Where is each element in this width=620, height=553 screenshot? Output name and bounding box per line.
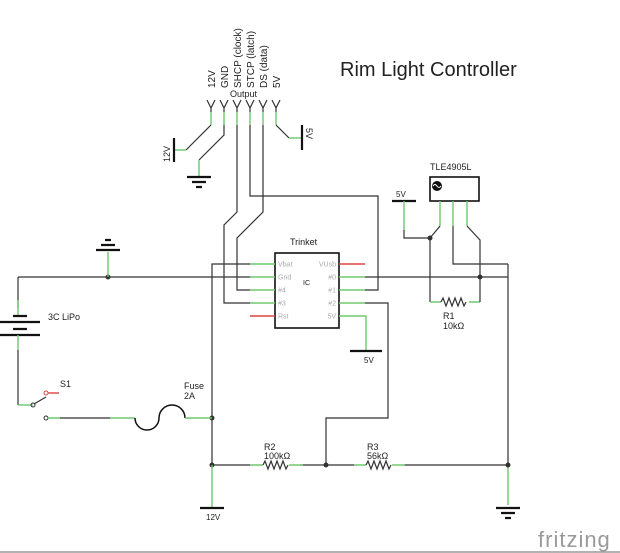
trinket-pin-label: Vbat [278, 262, 292, 269]
resistor-r1[interactable]: R1 10kΩ [430, 277, 481, 331]
r1-label: R1 [443, 311, 455, 321]
connector-pin-label: STCP (latch) [246, 31, 257, 88]
connector-pin-label: 12V [207, 70, 218, 88]
r2-value: 100kΩ [264, 451, 291, 461]
fritzing-logo: fritzing [538, 527, 611, 552]
switch-s1[interactable]: S1 [18, 379, 71, 421]
power-12v-bottom-label: 12V [206, 513, 221, 522]
ground-icon [187, 175, 211, 189]
battery-3c-lipo[interactable]: 3C LiPo [0, 277, 80, 405]
power-5v-label: 5V [304, 128, 314, 139]
trinket-pin-label: #1 [328, 288, 336, 295]
switch-label: S1 [60, 379, 71, 389]
connector-pin[interactable] [258, 99, 268, 112]
connector-pin-label: SHCP (clock) [233, 28, 244, 88]
power-5v-trinket-label: 5V [364, 356, 374, 365]
sensor-label: TLE4905L [430, 162, 472, 172]
trinket-pin-label: 5V [327, 314, 336, 321]
battery-label: 3C LiPo [48, 312, 80, 322]
trinket-pin-label: #0 [328, 275, 336, 282]
connector-pin-label: DS (data) [259, 45, 270, 88]
ground-icon [496, 506, 520, 520]
tle4905l-sensor[interactable]: TLE4905L [429, 162, 480, 226]
power-12v-label: 12V [162, 146, 172, 162]
ground-icon [96, 238, 120, 252]
r3-value: 56kΩ [367, 451, 389, 461]
fuse[interactable]: Fuse 2A [134, 381, 212, 431]
connector-pin-label: GND [220, 66, 231, 88]
r3-label: R3 [367, 442, 379, 452]
connector-pin-label: 5V [272, 75, 283, 88]
trinket-label: Trinket [290, 237, 318, 247]
trinket-type: IC [303, 280, 310, 287]
fuse-label: Fuse [184, 381, 204, 391]
resistor-r3[interactable]: R3 56kΩ [354, 442, 405, 471]
connector-pin[interactable] [206, 99, 216, 112]
trinket-pin-label: #3 [278, 301, 286, 308]
trinket-pin-label: #4 [278, 288, 286, 295]
fuse-value: 2A [184, 391, 195, 401]
connector-pin[interactable] [245, 99, 255, 112]
connector-pin[interactable] [232, 99, 242, 112]
resistor-r2[interactable]: R2 100kΩ [250, 442, 303, 471]
trinket-pin-label: #2 [328, 301, 336, 308]
schematic-title: Rim Light Controller [340, 59, 517, 81]
power-5v-sensor-label: 5V [396, 190, 406, 199]
connector-label: Output [230, 89, 258, 99]
r2-label: R2 [264, 442, 276, 452]
connector-pin[interactable] [219, 99, 229, 112]
trinket-pin-label: VUsb [319, 262, 336, 269]
connector-pin[interactable] [271, 99, 281, 112]
trinket-pin-label: Gnd [278, 275, 291, 282]
r1-value: 10kΩ [443, 321, 465, 331]
trinket-pin-label: Rst [278, 314, 289, 321]
